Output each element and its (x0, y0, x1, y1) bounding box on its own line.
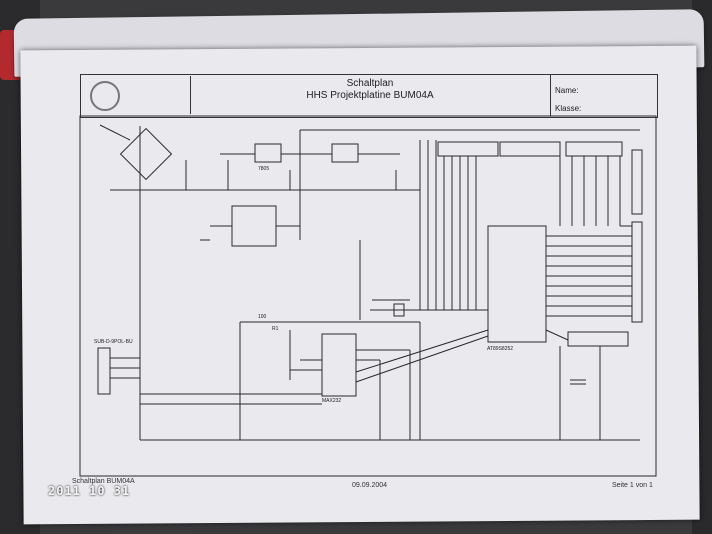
max232-chip (321, 333, 357, 397)
school-logo (84, 76, 191, 114)
footer-page: Seite 1 von 1 (612, 482, 653, 489)
sub-d-connector (97, 347, 111, 395)
title-area: Schaltplan HHS Projektplatine BUM04A (190, 78, 550, 102)
footer-title: Schaltplan BUM04A (72, 478, 135, 485)
regulator-label: 7805 (258, 166, 269, 172)
name-field-label: Name: (555, 86, 579, 95)
class-field-label: Klasse: (555, 104, 582, 113)
photo-date-stamp: 2011 10 31 (48, 484, 131, 498)
bridge-rectifier (119, 127, 173, 181)
drawing-frame (79, 115, 657, 477)
resistor-r1-label: R1 (272, 326, 279, 332)
title-line-2: HHS Projektplatine BUM04A (306, 90, 434, 101)
title-line-1: Schaltplan (346, 78, 394, 89)
regulator-7805 (254, 143, 282, 163)
sub-d-label: SUB-D-9POL-BU (94, 339, 133, 345)
name-class-fields: Name: Klasse: (550, 74, 657, 116)
title-block (80, 74, 658, 118)
footer-date: 09.09.2004 (352, 482, 388, 489)
max232-label: MAX232 (322, 398, 341, 404)
logo-emblem (90, 81, 120, 111)
reset-ic (231, 205, 277, 247)
mcu-label: AT89S8252 (487, 346, 513, 352)
regulator-2 (331, 143, 359, 163)
mcu-chip (487, 225, 547, 343)
resistor-value-label: 100 (258, 314, 267, 320)
